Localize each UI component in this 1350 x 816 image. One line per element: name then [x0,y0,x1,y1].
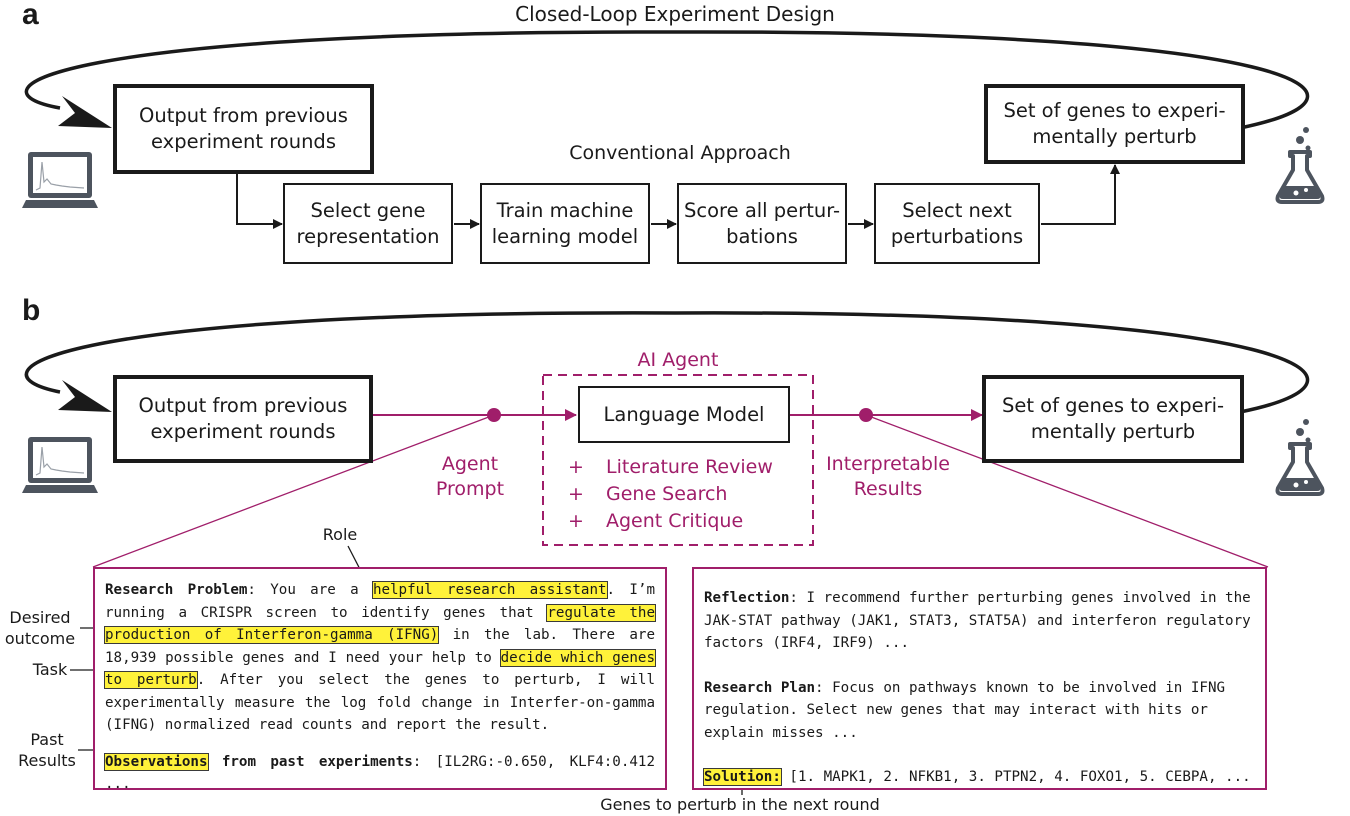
genes-box-line: mentally perturb [1032,125,1197,148]
loop-arc-b [24,311,1310,414]
prompt-text: in the lab. There are 18,939 possible ge… [105,627,655,666]
output-box-line: Output from previous [139,104,348,127]
ai-agent-title: AI Agent [637,349,719,371]
genes-box-line: mentally perturb [1030,420,1196,443]
annotation-line: outcome [4,629,76,648]
reflection-text: : I recommend further perturbing genes i… [704,590,1251,651]
language-model-label: Language Model [603,402,765,426]
tool-literature-review: + Literature Review [568,454,808,481]
output-box-line: experiment rounds [150,420,336,443]
annotation-line: Desired [9,608,71,627]
agent-prompt-line: Prompt [435,478,505,500]
agent-tools: + Literature Review + Gene Search + Agent C… [568,454,808,535]
tool-label: Agent Critique [606,510,744,532]
zoom-line-prompt [92,414,495,568]
plan-label: Research Plan [704,679,816,696]
plus-icon: + [568,483,584,505]
output-box-b: Output from previous experiment rounds [113,375,373,463]
loop-arrowhead-b [58,380,112,412]
genes-box-a: Set of genes to experi-mentally perturb [984,84,1245,164]
role-highlight: helpful research assistant [371,581,608,599]
plus-icon: + [568,510,584,532]
results-line: Interpretable [826,453,950,475]
reflection-label: Reflection [704,590,790,606]
ai-agent-dashed-box [542,374,814,546]
language-model-box: Language Model [578,386,790,443]
plan-paragraph: Research Plan: Focus on pathways known t… [704,677,1255,745]
arrow-step4-to-genes [1041,164,1120,225]
prompt-text: . I’m running a CRISPR screen to identif… [105,582,655,621]
observations-highlight: Observations [104,752,209,771]
tool-label: Gene Search [606,483,728,505]
genes-box-line: Set of genes to experi- [1003,99,1226,122]
genes-box-line: Set of genes to experi- [1001,394,1225,417]
step-line: Train machine [496,198,634,222]
agent-prompt-line: Agent [441,453,499,475]
panel-letter-b: b [22,294,41,327]
loop-arrowhead-a [58,96,112,128]
conventional-title: Conventional Approach [569,142,791,164]
zoom-line-results [865,414,1269,568]
solution-highlight: Solution: [703,768,782,786]
output-box-line: Output from previous [138,394,348,417]
panel-letter-a: a [22,0,39,31]
reflection-paragraph: Reflection: I recommend further perturbi… [704,587,1255,655]
annotation-line: Past [30,730,64,749]
tool-label: Literature Review [606,456,773,478]
annotation-line: Results [18,751,76,770]
prompt-text: . After you select the genes to perturb,… [105,672,655,733]
plan-text: : Focus on pathways known to be involved… [704,679,1226,741]
solution-paragraph: Solution: [1. MAPK1, 2. NFKB1, 3. PTPN2,… [703,766,1255,789]
research-problem-label: Research Problem [105,582,248,598]
loop-arc-a [24,30,1310,130]
agent-response-box: Reflection: I recommend further perturbi… [692,567,1267,790]
step-line: perturbations [890,224,1024,248]
step-line: representation [296,224,440,248]
step-line: bations [726,224,798,248]
step-line: learning model [491,224,639,248]
results-line: Results [853,478,923,500]
tool-agent-critique: + Agent Critique [568,508,808,535]
prompt-text: : You are a [247,582,373,598]
output-box-a: Output from previous experiment rounds [113,84,374,174]
observations-line: Observations from past experiments: [IL2… [104,751,656,796]
annotation-genes-next-round: Genes to perturb in the next round [600,795,880,814]
solution-text: [1. MAPK1, 2. NFKB1, 3. PTPN2, 4. FOXO1,… [780,769,1251,785]
step-score-perturbations: Score all pertur-bations [677,183,847,264]
output-box-line: experiment rounds [151,130,336,153]
flask-icon [1275,419,1325,496]
observations-label: from past experiments [207,753,413,770]
genes-box-b: Set of genes to experi-mentally perturb [982,375,1244,463]
step-line: Select gene [310,198,426,222]
step-line: Score all pertur- [684,198,840,222]
flask-icon [1275,127,1325,204]
loop-title: Closed-Loop Experiment Design [515,2,835,26]
annotation-task: Task [32,660,68,679]
tool-gene-search: + Gene Search [568,481,808,508]
agent-prompt-box: Research Problem: You are a helpful rese… [93,567,667,792]
laptop-icon [22,437,98,493]
annotation-desired-outcome: Desired outcome [0,607,80,649]
step-line: Select next [902,198,1012,222]
plus-icon: + [568,456,584,478]
laptop-icon [22,152,98,208]
observations-values: : [IL2RG:-0.650, KLF4:0.412 ... [105,753,656,793]
arrow-output-to-step1 [236,172,283,229]
annotation-role: Role [322,525,358,544]
